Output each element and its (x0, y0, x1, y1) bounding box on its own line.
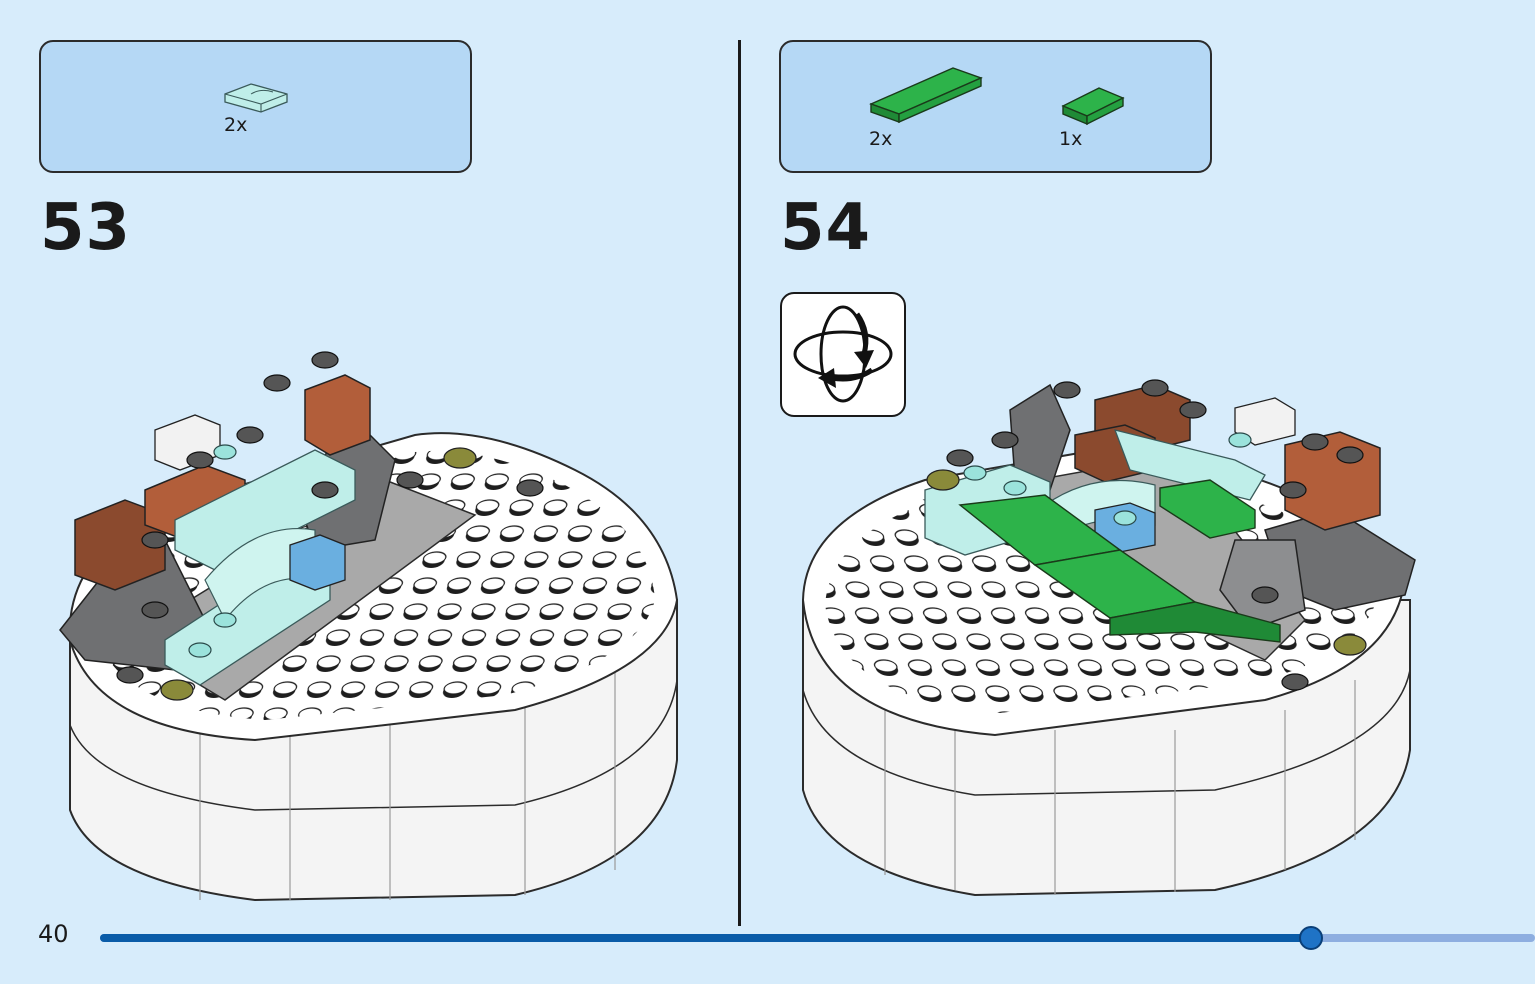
part-quantity: 2x (869, 128, 893, 150)
green-tile-1x4-icon (869, 67, 983, 124)
progress-bar (100, 926, 1535, 950)
rotate-model-icon (793, 305, 893, 403)
rotate-model-callout (780, 292, 906, 417)
step-number: 54 (780, 191, 872, 265)
progress-indicator (1299, 926, 1324, 950)
step-number: 53 (40, 191, 132, 265)
part-quantity: 2x (224, 114, 248, 136)
progress-bar-fill (100, 934, 1312, 942)
part-quantity: 1x (1059, 128, 1083, 150)
parts-callout-step-53: 2x (39, 40, 472, 173)
build-model-step-54 (801, 379, 1416, 897)
green-tile-1x2-icon (1061, 87, 1125, 126)
parts-callout-step-54: 2x 1x (779, 40, 1212, 173)
trans-light-blue-curved-slope-icon (224, 83, 288, 113)
step-divider (738, 40, 741, 926)
build-model-step-53 (59, 351, 679, 902)
page-number: 40 (38, 920, 69, 948)
